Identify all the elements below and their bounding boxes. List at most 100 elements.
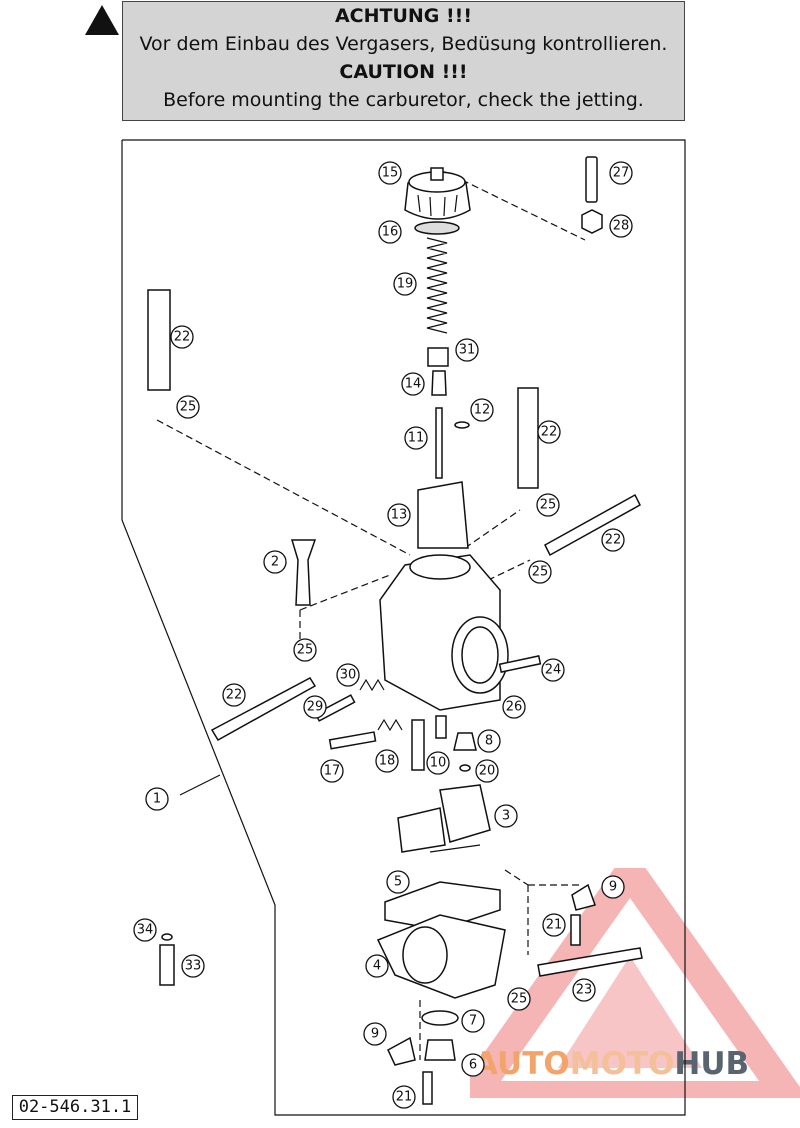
carb-top-cap: [404, 167, 471, 220]
svg-text:18: 18: [379, 754, 396, 769]
callout-31: 31: [455, 338, 479, 362]
drain-screw-upper: [570, 914, 581, 946]
svg-text:27: 27: [613, 166, 630, 181]
watermark-text: AUTOMOTOHUB: [474, 1046, 750, 1082]
warning-box: ACHTUNG !!! Vor dem Einbau des Vergasers…: [122, 1, 685, 121]
main-jet-holder: [411, 719, 425, 771]
figure-code: 02-546.31.1: [12, 1095, 138, 1120]
callout-12: 12: [470, 398, 494, 422]
callout-9b: 9: [363, 1022, 387, 1046]
callout-25c: 25: [528, 560, 552, 584]
callout-22d: 22: [222, 683, 246, 707]
svg-text:25: 25: [532, 565, 549, 580]
svg-text:19: 19: [397, 277, 414, 292]
callout-5: 5: [386, 870, 410, 894]
svg-text:11: 11: [408, 431, 425, 446]
callout-7: 7: [461, 1009, 485, 1033]
drain-plate-lower: [387, 1036, 416, 1066]
svg-text:9: 9: [609, 880, 617, 895]
vent-hose-mid: [517, 387, 539, 489]
callout-23: 23: [572, 978, 596, 1002]
svg-text:25: 25: [540, 498, 557, 513]
drain-screw-lower: [422, 1071, 433, 1105]
svg-text:29: 29: [307, 700, 324, 715]
warning-title-de: ACHTUNG !!!: [334, 5, 473, 27]
svg-text:9: 9: [371, 1027, 379, 1042]
svg-text:10: 10: [430, 756, 447, 771]
svg-text:21: 21: [546, 918, 563, 933]
svg-text:23: 23: [576, 983, 593, 998]
callout-3: 3: [494, 804, 518, 828]
warning-triangle-icon: [85, 5, 119, 35]
svg-text:17: 17: [324, 764, 341, 779]
svg-text:2: 2: [271, 555, 279, 570]
svg-text:14: 14: [405, 377, 422, 392]
vent-hose-lower-left: [210, 677, 317, 742]
callout-4: 4: [365, 954, 389, 978]
callout-16: 16: [378, 220, 402, 244]
float-bowl-gasket: [384, 881, 501, 931]
svg-text:25: 25: [180, 400, 197, 415]
warning-text-en: Before mounting the carburetor, check th…: [163, 89, 644, 111]
svg-text:21: 21: [396, 1090, 413, 1105]
svg-text:22: 22: [174, 330, 191, 345]
small-sleeve: [159, 944, 175, 986]
drain-hose: [537, 947, 643, 977]
drain-o-ring: [421, 1010, 459, 1026]
throttle-slide: [417, 481, 469, 549]
pilot-jet: [435, 715, 447, 739]
callout-24: 24: [541, 658, 565, 682]
svg-text:6: 6: [469, 1058, 477, 1073]
drain-plug: [424, 1039, 456, 1061]
svg-text:20: 20: [479, 764, 496, 779]
main-jet: [453, 732, 477, 751]
svg-text:4: 4: [373, 959, 381, 974]
callout-30: 30: [336, 663, 360, 687]
svg-text:25: 25: [511, 992, 528, 1007]
svg-text:33: 33: [185, 959, 202, 974]
svg-text:3: 3: [502, 809, 510, 824]
warning-text-de: Vor dem Einbau des Vergasers, Bedüsung k…: [139, 33, 668, 55]
callout-25a: 25: [176, 395, 200, 419]
choke-spring: [377, 718, 403, 732]
svg-text:12: 12: [474, 403, 491, 418]
callout-25e: 25: [507, 987, 531, 1011]
callout-34: 34: [133, 918, 157, 942]
callout-33: 33: [181, 954, 205, 978]
callout-22c: 22: [601, 528, 625, 552]
svg-text:15: 15: [382, 166, 399, 181]
callout-9a: 9: [601, 875, 625, 899]
callout-13: 13: [387, 503, 411, 527]
svg-text:13: 13: [391, 508, 408, 523]
callout-2: 2: [263, 550, 287, 574]
needle-clip: [454, 421, 470, 429]
callout-1: 1: [145, 787, 169, 811]
air-screw-spring: [359, 678, 385, 692]
vent-hose-left: [147, 289, 171, 391]
callout-26: 26: [502, 695, 526, 719]
warning-title-en: CAUTION !!!: [339, 61, 468, 83]
callout-25d: 25: [293, 638, 317, 662]
watermark-logo: [470, 868, 800, 1098]
callout-8: 8: [477, 729, 501, 753]
float: [397, 784, 491, 853]
idle-adjust-screw: [290, 539, 317, 606]
callout-21b: 21: [392, 1085, 416, 1109]
nut: [581, 209, 603, 234]
callout-27: 27: [609, 161, 633, 185]
small-o-ring: [161, 933, 173, 941]
float-bowl: [376, 914, 506, 999]
callout-20: 20: [475, 759, 499, 783]
svg-text:22: 22: [605, 533, 622, 548]
svg-text:30: 30: [340, 668, 357, 683]
svg-text:16: 16: [382, 225, 399, 240]
callout-6: 6: [461, 1053, 485, 1077]
svg-text:5: 5: [394, 875, 402, 890]
stud: [585, 156, 598, 203]
svg-text:8: 8: [485, 734, 493, 749]
jet-clip: [459, 764, 471, 772]
svg-text:1: 1: [153, 792, 161, 807]
callout-19: 19: [393, 272, 417, 296]
callout-15: 15: [378, 161, 402, 185]
